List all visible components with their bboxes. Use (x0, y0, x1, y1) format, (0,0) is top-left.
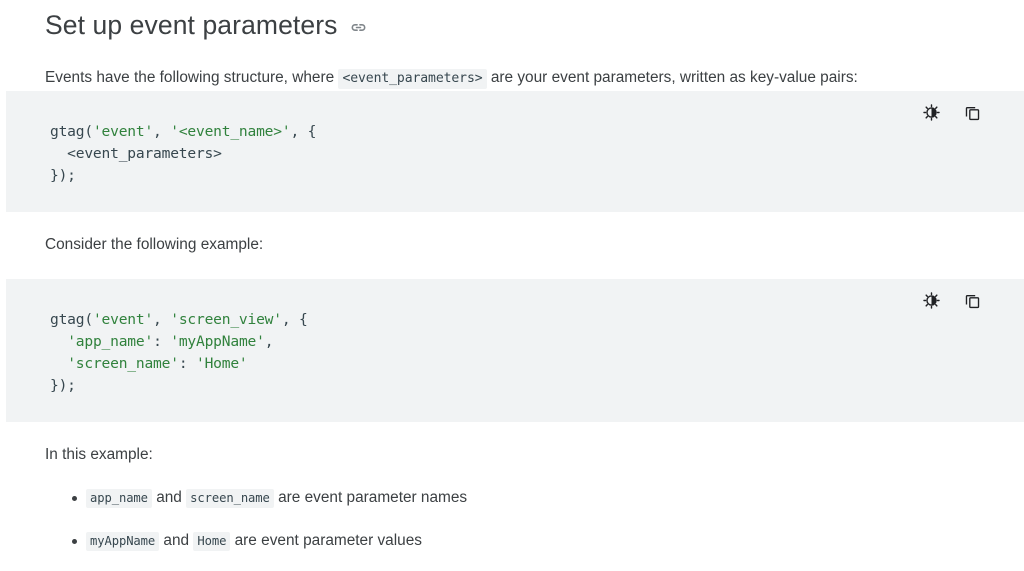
code-punctuation-token: }); (50, 167, 76, 184)
contrast-icon[interactable] (920, 289, 942, 311)
code-punctuation-token: <event_parameters> (50, 145, 222, 162)
code-punctuation-token: , (153, 311, 171, 328)
bullet-conjunction: and (163, 532, 190, 549)
intro-text-after: are your event parameters, written as ke… (490, 69, 858, 86)
inline-code-app-name: app_name (86, 489, 152, 508)
code-punctuation-token (50, 333, 67, 350)
code-punctuation-token: , { (281, 311, 308, 328)
code-content-example[interactable]: gtag('event', 'screen_view', { 'app_name… (6, 293, 1024, 397)
bullet-conjunction: and (156, 489, 182, 506)
code-string-token: 'event' (92, 123, 154, 140)
code-punctuation-token: , (264, 333, 274, 350)
bullet-tail-text: are event parameter values (234, 532, 422, 549)
code-string-token: 'app_name' (67, 333, 154, 350)
code-toolbar-example (920, 289, 983, 311)
copy-icon[interactable] (961, 289, 983, 311)
list-item: myAppName and Home are event parameter v… (6, 529, 1024, 553)
page-title: Set up event parameters (45, 10, 338, 40)
code-string-token: 'Home' (196, 355, 248, 372)
inline-code-home: Home (193, 532, 231, 551)
code-block-example: gtag('event', 'screen_view', { 'app_name… (6, 279, 1024, 422)
copy-icon[interactable] (961, 101, 983, 123)
code-string-token: 'screen_name' (67, 355, 179, 372)
link-icon[interactable] (349, 18, 369, 38)
code-string-token: 'myAppName' (170, 333, 265, 350)
code-punctuation-token: gtag( (50, 311, 93, 328)
code-punctuation-token: gtag( (50, 123, 93, 140)
bullet-tail-text: are event parameter names (278, 489, 468, 506)
code-punctuation-token (50, 355, 67, 372)
code-punctuation-token: : (153, 333, 171, 350)
code-punctuation-token: , { (290, 123, 317, 140)
list-item: app_name and screen_name are event param… (6, 486, 1024, 510)
inline-code-myappname: myAppName (86, 532, 160, 551)
code-block-structure: gtag('event', '<event_name>', { <event_p… (6, 91, 1024, 212)
code-string-token: 'event' (92, 311, 154, 328)
code-string-token: 'screen_view' (170, 311, 282, 328)
code-content-structure[interactable]: gtag('event', '<event_name>', { <event_p… (6, 105, 1024, 187)
code-string-token: '<event_name>' (170, 123, 291, 140)
inline-code-event-parameters: <event_parameters> (338, 69, 487, 89)
page-heading: Set up event parameters (6, 2, 1024, 48)
code-punctuation-token: }); (50, 377, 76, 394)
code-toolbar (920, 101, 983, 123)
code-punctuation-token: , (153, 123, 171, 140)
in-this-example-label: In this example: (45, 446, 153, 463)
inline-code-screen-name: screen_name (186, 489, 274, 508)
contrast-icon[interactable] (920, 101, 942, 123)
intro-text-before: Events have the following structure, whe… (45, 69, 335, 86)
consider-example-paragraph: Consider the following example: (45, 236, 264, 253)
code-punctuation-token: : (178, 355, 196, 372)
intro-paragraph: Events have the following structure, whe… (6, 66, 1024, 91)
example-bullet-list: app_name and screen_name are event param… (6, 486, 1024, 553)
